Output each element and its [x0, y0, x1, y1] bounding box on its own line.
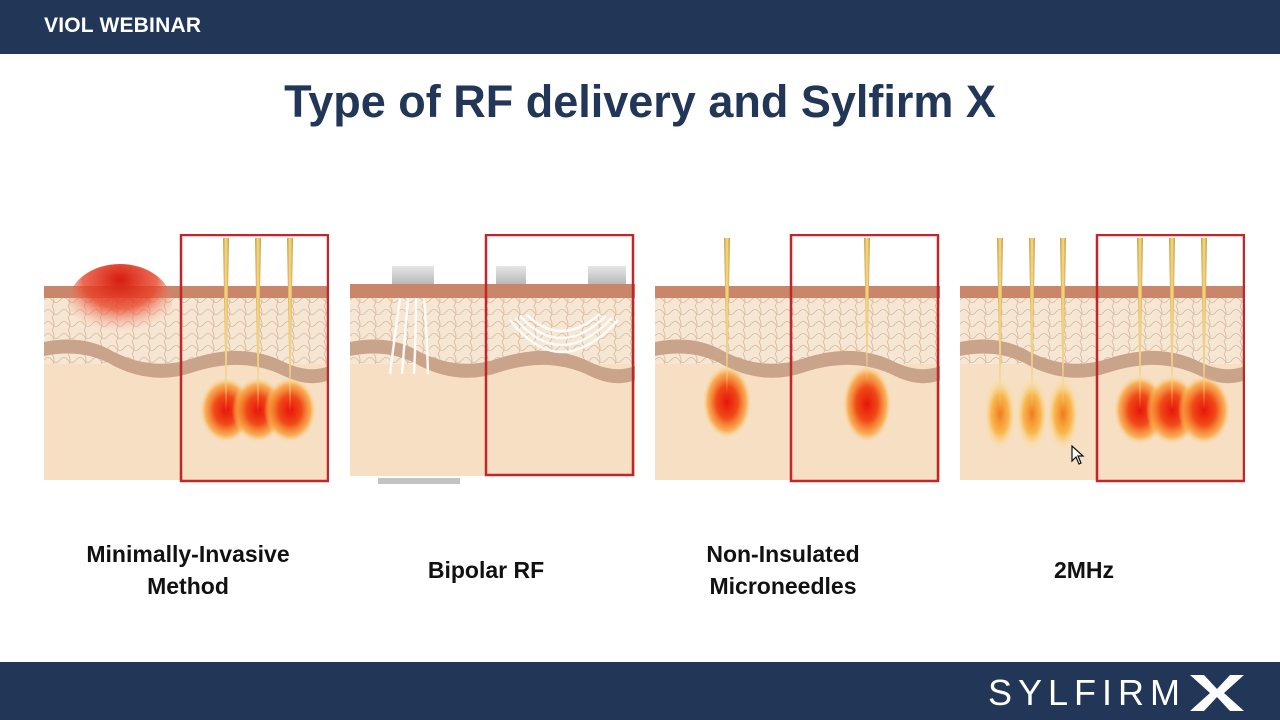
webinar-brand: VIOL WEBINAR [44, 14, 202, 37]
highlight-box [484, 234, 635, 477]
skin-diagram-minimally-invasive [44, 234, 329, 483]
panel-minimally-invasive [44, 234, 329, 484]
skin-diagram-bipolar-rf [350, 234, 635, 484]
caption-line: 2MHz [1053, 557, 1115, 583]
caption-2mhz: 2MHz [939, 554, 1229, 586]
caption-non-insulated: Non-Insulated Microneedles [638, 538, 928, 602]
cursor-arrow-icon [1071, 445, 1085, 465]
skin-diagram-2mhz [960, 234, 1245, 483]
bottom-footer-bar: SYLFIRM [0, 662, 1280, 720]
skin-diagram-non-insulated [655, 234, 940, 483]
highlight-box [789, 234, 940, 483]
caption-bipolar-rf: Bipolar RF [341, 554, 631, 586]
panel-non-insulated [655, 234, 940, 484]
highlight-box [1095, 234, 1245, 483]
caption-line: Method [147, 573, 229, 599]
sylfirm-x-logo: SYLFIRM [988, 672, 1246, 714]
x-mark-icon [1190, 675, 1244, 711]
slide-title: Type of RF delivery and Sylfirm X [284, 76, 996, 127]
highlight-box [179, 234, 329, 483]
caption-line: Non-Insulated [706, 541, 860, 567]
panel-2mhz [960, 234, 1245, 484]
top-header-bar: VIOL WEBINAR [0, 0, 1280, 54]
caption-minimally-invasive: Minimally-Invasive Method [43, 538, 333, 602]
logo-wordmark: SYLFIRM [987, 672, 1186, 713]
caption-line: Bipolar RF [427, 557, 545, 583]
caption-line: Minimally-Invasive [86, 541, 290, 567]
caption-line: Microneedles [709, 573, 857, 599]
panel-bipolar-rf [350, 234, 635, 484]
